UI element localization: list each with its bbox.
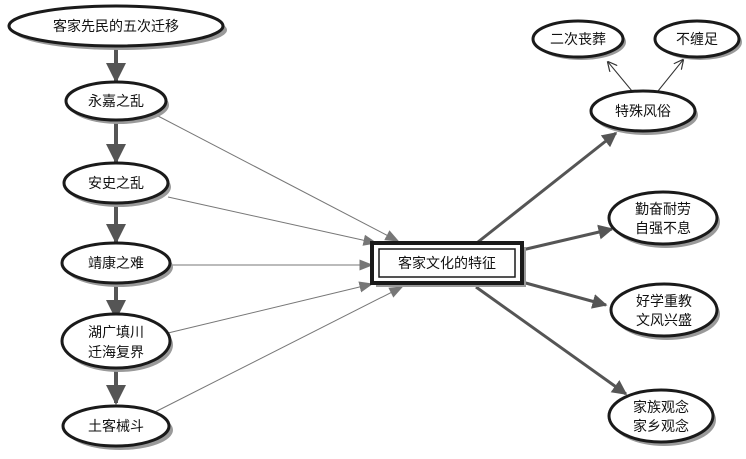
node-haoxue: 好学重教 文风兴盛 [609, 282, 719, 338]
node-top-migration: 客家先民的五次迁移 [7, 4, 225, 48]
node-qinfen-line1: 勤奋耐劳 [635, 202, 691, 218]
node-erci: 二次丧葬 [531, 19, 625, 59]
node-anshi: 安史之乱 [62, 161, 170, 205]
node-jiazu-line2: 家乡观念 [633, 418, 689, 435]
node-teshu-label: 特殊风俗 [615, 104, 671, 120]
arrow-center-to-qinfen [521, 224, 614, 252]
node-haoxue-line1: 好学重教 [636, 294, 692, 310]
arrow-huguang-to-center [167, 281, 374, 334]
arrow-teshu-to-buchan [657, 60, 683, 92]
node-yongjia-label: 永嘉之乱 [88, 94, 144, 110]
node-jiazu-line1: 家族观念 [633, 399, 689, 416]
converging-arrows [154, 115, 404, 413]
arrow-center-to-teshu [477, 131, 618, 244]
node-qinfen-line2: 自强不息 [635, 220, 691, 237]
arrow-tuke-to-center [154, 286, 404, 413]
node-center-label: 客家文化的特征 [398, 255, 496, 272]
node-haoxue-line2: 文风兴盛 [636, 313, 692, 329]
node-buchan-label: 不缠足 [676, 31, 718, 48]
arrow-center-to-jiazu [475, 285, 628, 396]
node-huguang-line2: 迁海复界 [88, 344, 144, 361]
arrow-teshu-to-erci [608, 62, 633, 92]
node-qinfen: 勤奋耐劳 自强不息 [607, 190, 719, 246]
arrow-center-to-haoxue [521, 280, 608, 309]
node-buchan: 不缠足 [653, 19, 741, 59]
custom-subarrows [608, 60, 683, 92]
node-teshu: 特殊风俗 [589, 89, 697, 133]
arrow-anshi-to-center [167, 196, 378, 246]
node-center: 客家文化的特征 [370, 241, 524, 285]
node-jingkang: 靖康之难 [60, 241, 172, 285]
node-tuke-label: 土客械斗 [88, 418, 144, 435]
node-tuke: 土客械斗 [61, 404, 171, 448]
node-erci-label: 二次丧葬 [550, 32, 606, 48]
node-jingkang-label: 靖康之难 [88, 255, 144, 272]
node-huguang-line1: 湖广填川 [88, 325, 144, 341]
arrow-yongjia-to-center [157, 115, 400, 242]
node-top-label: 客家先民的五次迁移 [53, 18, 179, 35]
node-anshi-label: 安史之乱 [88, 176, 144, 192]
outgoing-arrows [475, 131, 628, 396]
node-yongjia: 永嘉之乱 [64, 80, 168, 122]
node-jiazu: 家族观念 家乡观念 [607, 388, 715, 444]
node-huguang: 湖广填川 迁海复界 [60, 312, 172, 370]
